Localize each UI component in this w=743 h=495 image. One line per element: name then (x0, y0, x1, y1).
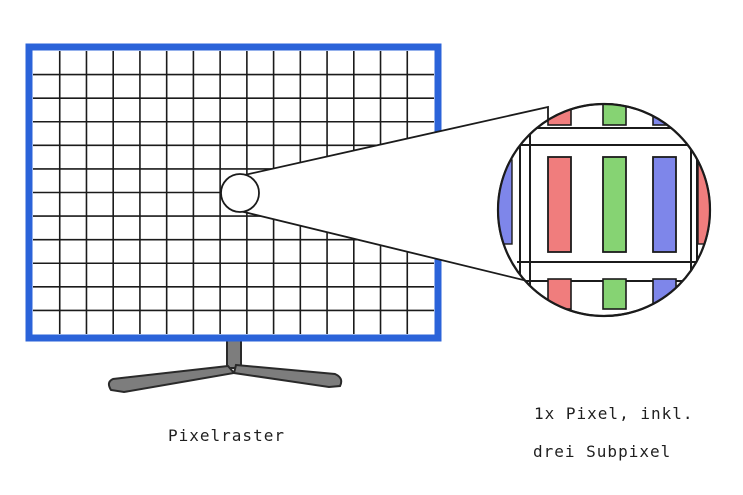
zoom-source-ellipse (220, 173, 260, 213)
monitor-stand (107, 337, 343, 394)
pixel-note-line-1: 1x Pixel, inkl. (534, 404, 694, 423)
stand-base-right (232, 363, 343, 389)
subpixel-blue (652, 156, 677, 253)
pixelraster-label: Pixelraster (168, 426, 285, 445)
subpixel-red (547, 156, 572, 253)
subpixel-green (602, 156, 627, 253)
subpixel-green-top-partial (602, 104, 627, 126)
stand-base-left (107, 364, 236, 394)
stand-neck (226, 337, 242, 369)
subpixel-blue-bottom-partial (652, 278, 677, 310)
subpixel-blue-top-partial (652, 104, 677, 126)
subpixel-green-bottom-partial (602, 278, 627, 310)
pixel-note-line-2: drei Subpixel (533, 442, 672, 461)
subpixel-red-bottom-partial (547, 278, 572, 310)
